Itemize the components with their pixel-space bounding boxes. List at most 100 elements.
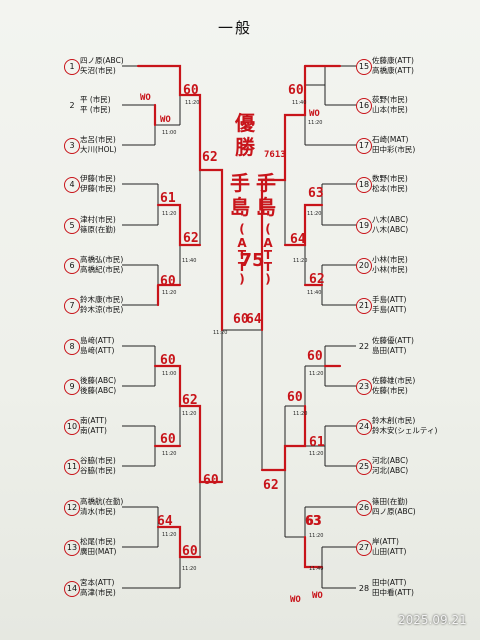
match-time: 11:40 (309, 566, 324, 572)
pair-names: 石崎(MAT)田中彩(市民) (372, 135, 415, 155)
pair-names: 荻野(市民)山本(市民) (372, 95, 408, 115)
match-score: 61 (160, 191, 176, 206)
player-name: 佐藤(市民) (372, 386, 408, 395)
champion-char: 手 (256, 171, 276, 195)
match-score: 64 (246, 312, 262, 327)
seed-number: 16 (356, 98, 372, 114)
champion-char: ( (239, 222, 245, 236)
seed-number: 26 (356, 500, 372, 516)
champion-char: 島 (230, 195, 250, 219)
seed-number: 2 (69, 101, 75, 110)
player-name: 高橋紀(市民) (80, 265, 124, 274)
match-score: WO (309, 109, 320, 119)
seed-number: 10 (64, 419, 80, 435)
page-title: 一般 (218, 19, 253, 37)
seed-number: 19 (356, 218, 372, 234)
player-name: 南(ATT) (80, 426, 107, 435)
match-score: 64 (157, 514, 173, 529)
match-time: 11:20 (182, 411, 197, 417)
pair-names: 後藤(ABC)後藤(ABC) (80, 376, 116, 396)
pair-names: 鈴木創(市民)鈴木安(シェルティ) (372, 416, 437, 436)
player-name: 清水(市民) (80, 507, 116, 516)
match-score: 62 (182, 393, 198, 408)
champion-char: 勝 (235, 135, 255, 159)
pair-names: 島﨑(ATT)島﨑(ATT) (80, 336, 114, 356)
match-time: 11:00 (162, 371, 177, 377)
player-name: 四ノ原(ABC) (372, 507, 416, 516)
seed-number: 9 (64, 379, 80, 395)
match-time: 11:20 (162, 451, 177, 457)
player-name: 大川(HOL) (80, 145, 117, 154)
match-score: 60 (160, 274, 176, 289)
match-score: 64 (290, 232, 306, 247)
player-name: 田中看(ATT) (372, 588, 414, 597)
pair-names: 南(ATT)南(ATT) (80, 416, 107, 436)
player-name: 石崎(MAT) (372, 135, 409, 144)
match-time: 11:20 (162, 532, 177, 538)
player-name: 八木(ABC) (372, 225, 409, 234)
player-name: 田中(ATT) (372, 578, 407, 587)
match-time: 11:20 (307, 211, 322, 217)
seed-number: 20 (356, 258, 372, 274)
match-score: 60 (182, 544, 198, 559)
seed-number: 18 (356, 177, 372, 193)
player-name: 島﨑(ATT) (80, 336, 115, 345)
seed-number: 11 (64, 459, 80, 475)
red-path (260, 64, 307, 332)
player-name: 小林(市民) (372, 265, 408, 274)
player-name: 田中彩(市民) (372, 145, 416, 154)
match-score: WO (290, 595, 301, 605)
match-time: 11:40 (307, 290, 322, 296)
seed-number: 1 (64, 59, 80, 75)
match-score: 62 (202, 150, 218, 165)
player-name: 平 (市民) (80, 105, 111, 114)
player-name: 鈴木涼(市民) (80, 305, 124, 314)
pair-names: 小林(市民)小林(市民) (372, 255, 408, 275)
player-name: 数野(市民) (372, 174, 408, 183)
player-name: 手島(ATT) (372, 295, 407, 304)
match-score: 62 (263, 478, 279, 493)
player-name: 小林(市民) (372, 255, 408, 264)
player-name: 荻野(市民) (372, 95, 408, 104)
champion-char: 島 (256, 195, 276, 219)
match-time: 11:20 (185, 100, 200, 106)
match-score: 63 (308, 186, 324, 201)
red-path (303, 535, 324, 569)
red-path (283, 203, 324, 247)
pair-names: 谷脇(市民)谷脇(市民) (80, 456, 116, 476)
pair-names: 田中(ATT)田中看(ATT) (372, 578, 414, 598)
player-name: 矢沼(市民) (80, 66, 116, 75)
red-path (153, 364, 224, 484)
match-time: 11:20 (309, 533, 324, 539)
pair-names: 数野(市民)松本(市民) (372, 174, 408, 194)
pair-names: 佐藤優(ATT)島田(ATT) (372, 336, 414, 356)
player-name: 宮本(ATT) (80, 578, 115, 587)
match-score: 60 (287, 390, 303, 405)
match-time: 11:20 (309, 371, 324, 377)
red-path (156, 525, 202, 559)
pair-names: 四ノ原(ABC)矢沼(市民) (80, 56, 124, 76)
red-path (156, 203, 202, 247)
pair-names: 鈴木康(市民)鈴木涼(市民) (80, 295, 123, 315)
seed-number: 15 (356, 59, 372, 75)
player-name: 島田(ATT) (372, 346, 407, 355)
player-name: 高橋弘(市民) (80, 255, 124, 264)
match-score: 63 (305, 514, 321, 529)
champion-char: T (237, 260, 247, 274)
pair-names: 手島(ATT)手島(ATT) (372, 295, 406, 315)
champion-char: 優 (235, 111, 255, 135)
red-path (156, 283, 182, 307)
match-time: 11:20 (309, 451, 324, 457)
player-name: 津村(市民) (80, 215, 116, 224)
player-name: 鈴木創(市民) (372, 416, 416, 425)
champion-char: 手 (230, 171, 250, 195)
red-path (136, 64, 224, 332)
player-name: 高津(市民) (80, 588, 116, 597)
player-name: 南(ATT) (80, 416, 107, 425)
match-score: 7613 (264, 150, 286, 160)
player-name: 鈴木康(市民) (80, 295, 124, 304)
player-name: 山本(市民) (372, 105, 408, 114)
champion-char: ) (265, 272, 271, 286)
player-name: 鈴木安(シェルティ) (372, 426, 438, 435)
